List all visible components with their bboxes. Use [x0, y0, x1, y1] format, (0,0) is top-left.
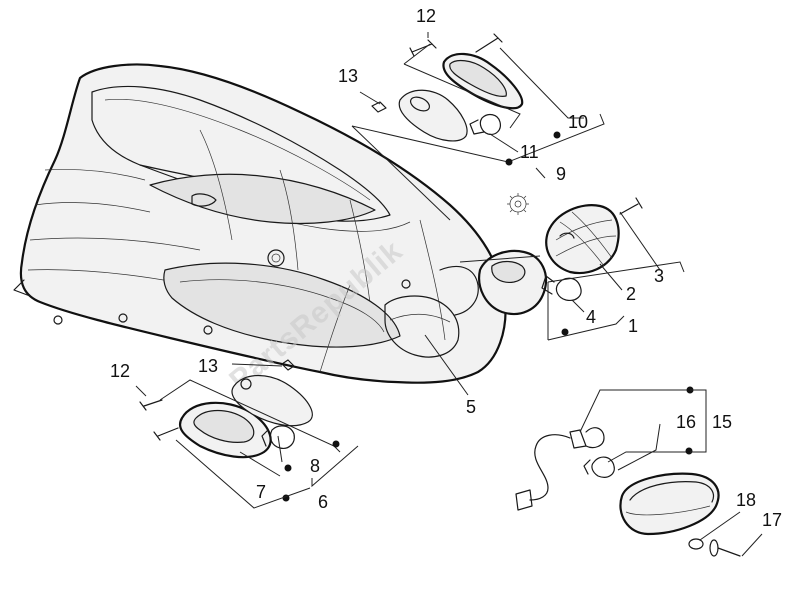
front-shield-body[interactable] [13, 63, 507, 384]
label-6: 6 [318, 492, 328, 512]
gear-icon [507, 193, 529, 215]
label-4: 4 [586, 307, 596, 327]
label-5: 5 [466, 397, 476, 417]
label-15: 15 [712, 412, 732, 432]
label-3: 3 [654, 266, 664, 286]
label-12-top: 12 [416, 6, 436, 26]
label-17: 17 [762, 510, 782, 530]
label-11: 11 [520, 142, 539, 162]
rear-lamp-top-group[interactable] [371, 33, 524, 142]
label-18: 18 [736, 490, 756, 510]
label-9: 9 [556, 164, 566, 184]
label-16: 16 [676, 412, 696, 432]
label-10: 10 [568, 112, 588, 132]
label-2: 2 [626, 284, 636, 304]
label-13-left: 13 [198, 356, 218, 376]
label-8: 8 [310, 456, 320, 476]
front-indicator-left-group[interactable] [139, 359, 313, 459]
label-12-left: 12 [110, 361, 130, 381]
label-1: 1 [628, 316, 638, 336]
rear-light-group[interactable] [515, 427, 741, 557]
label-13-top: 13 [338, 66, 358, 86]
label-7: 7 [256, 482, 266, 502]
front-indicator-right-group[interactable] [478, 197, 643, 316]
